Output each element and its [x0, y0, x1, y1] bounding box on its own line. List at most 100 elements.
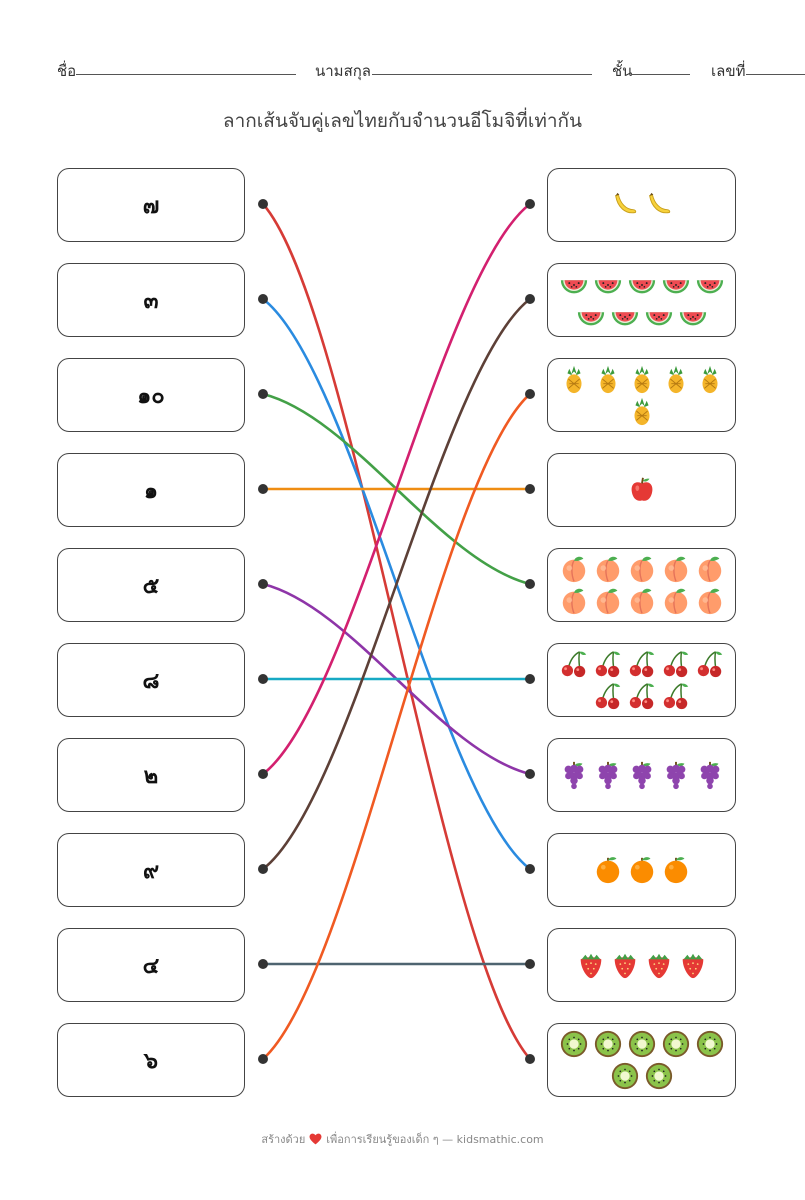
strawberry-icon: [682, 953, 703, 979]
watermelon-icon: [560, 280, 587, 294]
emoji-box-cherries[interactable]: [547, 643, 736, 717]
peach-icon: [698, 556, 721, 583]
pineapple-icon: [634, 397, 649, 426]
right-anchor-dot[interactable]: [525, 389, 535, 399]
class-field[interactable]: [632, 74, 690, 75]
watermelon-icon: [594, 280, 621, 294]
banana-icon: [648, 192, 670, 214]
number-box[interactable]: ๗: [57, 168, 245, 242]
emoji-box-orange[interactable]: [547, 833, 736, 907]
cherries-icon: [697, 651, 722, 678]
thai-number: ๔: [142, 953, 160, 979]
kiwi-icon: [645, 1062, 672, 1090]
left-anchor-dot[interactable]: [258, 674, 268, 684]
right-anchor-dot[interactable]: [525, 864, 535, 874]
left-anchor-dot[interactable]: [258, 1054, 268, 1064]
connection-line[interactable]: [261, 392, 532, 1061]
right-anchor-dot[interactable]: [525, 769, 535, 779]
emoji-row: [627, 475, 657, 505]
pineapple-icon: [600, 365, 615, 394]
emoji-box-kiwi[interactable]: [547, 1023, 736, 1097]
left-anchor-dot[interactable]: [258, 199, 268, 209]
watermelon-icon: [679, 312, 706, 326]
thai-number: ๗: [142, 193, 160, 219]
number-box[interactable]: ๘: [57, 643, 245, 717]
right-anchor-dot[interactable]: [525, 1054, 535, 1064]
thai-number: ๖: [144, 1048, 158, 1074]
right-anchor-dot[interactable]: [525, 579, 535, 589]
connection-line[interactable]: [261, 297, 532, 871]
footer-made-with: สร้างด้วย: [261, 1133, 306, 1146]
peach-icon: [630, 588, 653, 615]
strawberry-icon: [580, 953, 601, 979]
emoji-row: [559, 269, 725, 299]
left-anchor-dot[interactable]: [258, 484, 268, 494]
orange-icon: [630, 857, 653, 884]
peach-icon: [698, 588, 721, 615]
left-anchor-dot[interactable]: [258, 769, 268, 779]
surname-field[interactable]: [372, 74, 592, 75]
emoji-row: [576, 950, 708, 980]
connection-line[interactable]: [261, 582, 532, 776]
student-number-field[interactable]: [746, 74, 805, 75]
connection-line[interactable]: [261, 297, 532, 871]
peach-icon: [664, 588, 687, 615]
peach-icon: [596, 588, 619, 615]
peach-icon: [664, 556, 687, 583]
number-box[interactable]: ๔: [57, 928, 245, 1002]
kiwi-icon: [594, 1030, 621, 1058]
emoji-box-watermelon[interactable]: [547, 263, 736, 337]
right-anchor-dot[interactable]: [525, 199, 535, 209]
connection-line[interactable]: [261, 392, 532, 586]
number-box[interactable]: ๑: [57, 453, 245, 527]
emoji-box-grapes[interactable]: [547, 738, 736, 812]
kiwi-icon: [611, 1062, 638, 1090]
pineapple-icon: [702, 365, 717, 394]
class-label: ชั้น: [612, 62, 633, 80]
kiwi-icon: [662, 1030, 689, 1058]
right-anchor-dot[interactable]: [525, 959, 535, 969]
name-field[interactable]: [76, 74, 296, 75]
number-box[interactable]: ๑๐: [57, 358, 245, 432]
left-anchor-dot[interactable]: [258, 294, 268, 304]
right-anchor-dot[interactable]: [525, 484, 535, 494]
number-box[interactable]: ๒: [57, 738, 245, 812]
thai-number: ๒: [143, 763, 159, 789]
surname-label: นามสกุล: [315, 62, 371, 80]
emoji-box-peach[interactable]: [547, 548, 736, 622]
number-box[interactable]: ๕: [57, 548, 245, 622]
cherries-icon: [663, 651, 688, 678]
emoji-row: [559, 1029, 725, 1059]
left-anchor-dot[interactable]: [258, 864, 268, 874]
left-anchor-dot[interactable]: [258, 579, 268, 589]
kiwi-icon: [628, 1030, 655, 1058]
thai-number: ๘: [142, 668, 160, 694]
number-box[interactable]: ๓: [57, 263, 245, 337]
number-box[interactable]: ๖: [57, 1023, 245, 1097]
grapes-icon: [598, 761, 617, 790]
right-anchor-dot[interactable]: [525, 674, 535, 684]
orange-icon: [664, 857, 687, 884]
banana-icon: [614, 192, 636, 214]
number-box[interactable]: ๙: [57, 833, 245, 907]
connection-line[interactable]: [261, 202, 532, 1061]
watermelon-icon: [696, 280, 723, 294]
emoji-row: [559, 760, 725, 790]
left-anchor-dot[interactable]: [258, 389, 268, 399]
watermelon-icon: [628, 280, 655, 294]
connection-line[interactable]: [261, 202, 532, 776]
emoji-row: [559, 554, 725, 584]
pineapple-icon: [566, 365, 581, 394]
emoji-box-apple[interactable]: [547, 453, 736, 527]
left-anchor-dot[interactable]: [258, 959, 268, 969]
footer: สร้างด้วย เพื่อการเรียนรู้ของเด็ก ๆ — ki…: [0, 1130, 805, 1148]
right-anchor-dot[interactable]: [525, 294, 535, 304]
emoji-box-banana[interactable]: [547, 168, 736, 242]
peach-icon: [596, 556, 619, 583]
emoji-row: [559, 364, 725, 394]
emoji-row: [593, 681, 691, 711]
cherries-icon: [595, 651, 620, 678]
emoji-box-strawberry[interactable]: [547, 928, 736, 1002]
thai-number: ๓: [143, 288, 159, 314]
emoji-box-pineapple[interactable]: [547, 358, 736, 432]
